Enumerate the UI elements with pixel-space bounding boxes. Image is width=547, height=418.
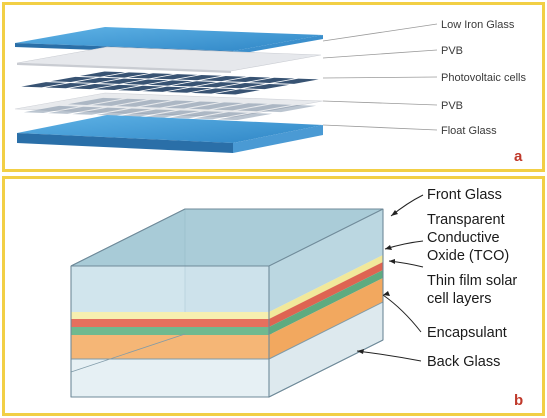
label-pvb-upper: PVB [441,45,463,57]
photovoltaic-cell [142,86,188,92]
photovoltaic-cell-shadow [140,100,196,108]
photovoltaic-cell [244,83,290,90]
photovoltaic-cell-shadow [144,110,200,118]
photovoltaic-cell [93,84,139,91]
photovoltaic-cell [215,89,261,95]
photovoltaic-cell-shadow [48,106,103,114]
tco-layer [71,255,383,319]
panel-b-thin-film-module: Front Glass Transparent Conductive Oxide… [2,176,545,416]
panel-a-leader-lines [322,23,438,131]
photovoltaic-cell [273,78,319,84]
photovoltaic-cell [128,73,174,79]
photovoltaic-cell-shadow [261,105,317,113]
photovoltaic-cell [123,79,169,85]
photovoltaic-cell-shadow [193,112,248,120]
photovoltaic-cell [118,85,164,91]
label-pvb-lower: PVB [441,100,463,112]
photovoltaic-cell [190,88,236,94]
pvb-upper-layer [16,46,322,73]
photovoltaic-cell [171,81,217,87]
photovoltaic-cell [69,83,115,90]
thin-film-layer [71,270,383,335]
panel-b-arrowheads [357,210,398,354]
photovoltaic-cell [21,82,67,88]
photovoltaic-cell [195,82,241,88]
photovoltaic-cell [176,75,222,81]
label-front-glass: Front Glass [427,187,502,203]
photovoltaic-cell [50,76,96,83]
photovoltaic-cells-lower [23,97,317,121]
label-back-glass: Back Glass [427,354,500,370]
photovoltaic-cell-shadow [188,102,244,110]
label-thin-film-solar-cell-layers: Thin film solar cell layers [427,273,521,307]
photovoltaic-cell [152,74,198,80]
photovoltaic-cell-shadow [213,103,268,111]
front-glass-slab [71,209,383,312]
label-low-iron-glass: Low Iron Glass [441,19,515,31]
photovoltaic-cell-shadow [217,113,273,121]
photovoltaic-cell [225,76,271,83]
label-photovoltaic-cells: Photovoltaic cells [441,72,526,84]
photovoltaic-cell-shadow [116,99,171,107]
photovoltaic-cell-shadow [23,105,79,113]
photovoltaic-cell-shadow [96,108,152,116]
photovoltaic-cell [74,77,120,83]
photovoltaic-cell [201,75,247,82]
back-glass-slab [70,301,384,398]
float-glass-layer [17,115,323,153]
label-tco: Transparent Conductive Oxide (TCO) [427,212,509,264]
back-glass-orange-layer [71,278,383,359]
panel-a-crystalline-module: Low Iron Glass PVB Photovoltaic cells PV… [2,2,545,172]
red-layer [71,262,383,327]
photovoltaic-cell [249,77,295,83]
photovoltaic-cell-shadow [169,111,224,119]
photovoltaic-cell-shadow [164,101,220,109]
panel-b-letter: b [514,392,523,409]
photovoltaic-cells-layer [21,71,319,95]
photovoltaic-cell [99,78,145,84]
photovoltaic-cell-shadow [67,97,123,105]
panel-a-letter: a [514,148,523,165]
photovoltaic-cell-shadow [92,98,147,106]
photovoltaic-cell-shadow [72,107,127,115]
photovoltaic-cell-shadow [120,109,176,117]
photovoltaic-cell [220,83,266,89]
photovoltaic-cell [166,87,212,93]
photovoltaic-cell-shadow [237,104,292,112]
photovoltaic-cell [45,83,91,89]
panel-b-diagram: Front Glass Transparent Conductive Oxide… [70,187,523,409]
photovoltaic-cell [79,71,125,77]
box-outline [70,208,384,398]
photovoltaic-cell [104,72,150,78]
label-encapsulant: Encapsulant [427,325,507,341]
label-float-glass: Float Glass [441,125,497,137]
panel-a-diagram: Low Iron Glass PVB Photovoltaic cells PV… [14,19,526,165]
photovoltaic-cell [147,80,193,86]
